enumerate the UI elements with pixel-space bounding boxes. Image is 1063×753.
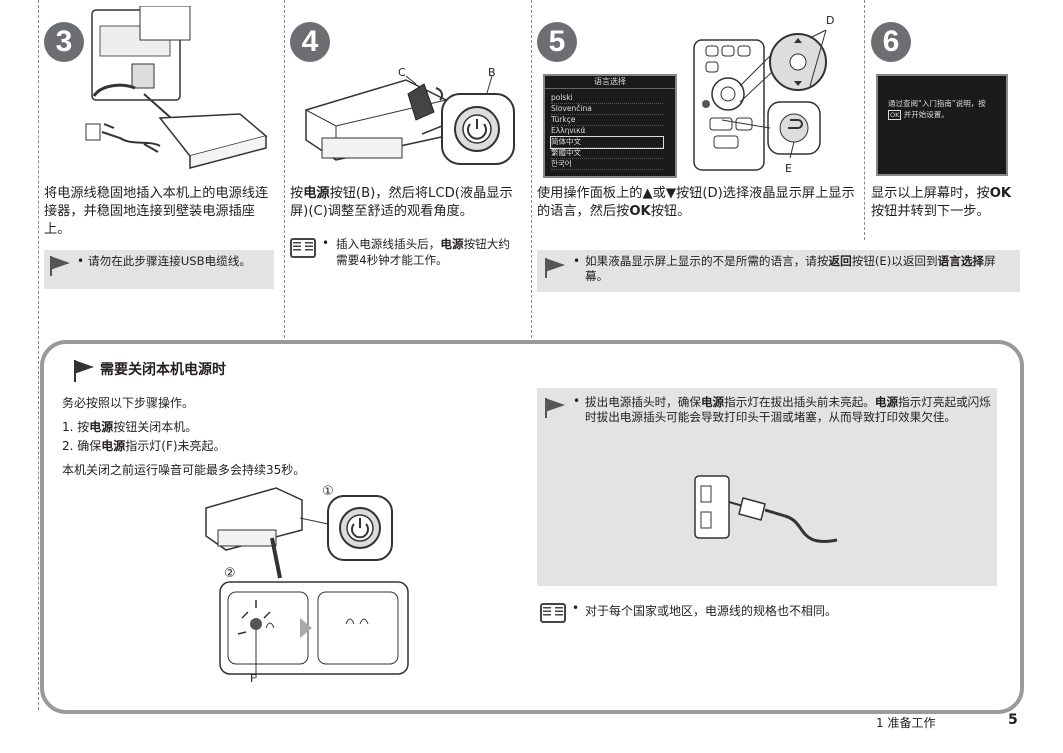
- shutdown-illustration: [205, 487, 409, 678]
- lcd-language-item[interactable]: 한국어: [551, 159, 663, 170]
- bullet-icon: •: [77, 254, 85, 268]
- label-circle-1: ①: [322, 484, 334, 499]
- step-5-note: • 如果液晶显示屏上显示的不是所需的语言，请按返回按钮(E)以返回到语言选择屏幕…: [537, 250, 1020, 292]
- bold-text: OK: [989, 186, 1012, 201]
- step-3-instruction: 将电源线稳固地插入本机上的电源线连接器，并稳固地连接到壁装电源插座上。: [44, 186, 269, 237]
- text: 并开始设置。: [903, 110, 949, 119]
- lcd-language-item[interactable]: Slovenčina: [551, 104, 663, 115]
- text: 使用操作面板上的▲或▼按钮(D)选择液晶显示屏上显示的语言，然后按: [537, 186, 855, 219]
- step-4-label-b: B: [488, 66, 496, 79]
- bold-text: 返回: [828, 254, 852, 268]
- lcd-message: 通过查阅“入门指南”说明，按 OK 并开始设置。: [878, 76, 1006, 121]
- text: 如果液晶显示屏上显示的不是所需的语言，请按: [585, 254, 829, 268]
- column-divider: [284, 0, 285, 338]
- text: 按钮。: [650, 204, 691, 219]
- column-divider: [38, 0, 39, 710]
- step-4-memo-text: 插入电源线插头后，电源按钮大约需要4秒钟才能工作。: [336, 236, 514, 268]
- step-5-number: 5: [537, 22, 577, 62]
- step-3-note: • 请勿在此步骤连接USB电缆线。: [44, 250, 274, 289]
- shutdown-step-1: 1. 按电源按钮关闭本机。: [62, 418, 197, 435]
- step-5-note-text: 如果液晶显示屏上显示的不是所需的语言，请按返回按钮(E)以返回到语言选择屏幕。: [585, 254, 1013, 284]
- lcd-language-item[interactable]: Türkçe: [551, 115, 663, 126]
- lcd-language-item[interactable]: polski: [551, 93, 663, 104]
- lcd-ok-icon: OK: [888, 110, 902, 120]
- flag-icon: [74, 360, 94, 374]
- flag-icon: [545, 398, 565, 412]
- page-number: 5: [1008, 712, 1018, 728]
- text: 按钮关闭本机。: [113, 420, 198, 434]
- text: 按钮(E)以返回到: [851, 254, 938, 268]
- bullet-icon: •: [573, 394, 581, 408]
- power-plug-illustration: [694, 475, 838, 543]
- text: 插入电源线插头后，: [336, 237, 441, 251]
- flag-icon: [50, 256, 70, 270]
- text: 2. 确保: [62, 439, 102, 453]
- unplug-warning-text: 拔出电源插头时，确保电源指示灯在拔出插头前未亮起。电源指示灯亮起或闪烁时拔出电源…: [585, 395, 991, 425]
- bold-text: 电源: [700, 395, 725, 409]
- shutdown-step-2: 2. 确保电源指示灯(F)未亮起。: [62, 437, 226, 454]
- flag-pole: [74, 360, 76, 382]
- text: 按钮大约需要4秒钟才能工作。: [336, 237, 510, 267]
- step-4-number: 4: [290, 22, 330, 62]
- bold-text: 语言选择: [937, 254, 985, 268]
- flag-pole: [545, 398, 547, 418]
- text: 指示灯在拔出插头前未亮起。: [724, 395, 875, 409]
- lcd-title: 语言选择: [545, 76, 675, 89]
- lcd-language-item[interactable]: 繁體中文: [551, 148, 663, 159]
- bold-text: 电源: [874, 395, 899, 409]
- lcd-language-item[interactable]: Ελληνικά: [551, 126, 663, 137]
- step-4-label-c: C: [398, 66, 406, 79]
- step-6-number: 6: [871, 22, 911, 62]
- text: 显示以上屏幕时，按: [871, 186, 990, 201]
- shutdown-noise-note: 本机关闭之前运行噪音可能最多会持续35秒。: [62, 463, 306, 477]
- text: 1. 按: [62, 420, 90, 434]
- bold-text: OK: [629, 204, 651, 219]
- shutdown-intro: 务必按照以下步骤操作。: [62, 396, 195, 410]
- label-f: F: [250, 672, 257, 685]
- footer-section-title: 1 准备工作: [876, 716, 936, 730]
- bold-text: 电源: [101, 439, 126, 453]
- text: 指示灯亮起或闪烁时拔出电源插头可能会导致打印头干涸或堵塞，从而导致打印效果欠佳。: [585, 395, 991, 424]
- memo-icon: [540, 603, 566, 623]
- step-6-instruction: 显示以上屏幕时，按OK 按钮并转到下一步。: [871, 185, 1016, 221]
- flag-icon: [545, 258, 565, 272]
- text: 屏幕。: [585, 254, 996, 283]
- bold-text: 电源: [440, 237, 464, 251]
- bold-text: 电源: [89, 420, 114, 434]
- step-5-control-panel: [693, 29, 827, 171]
- setup-start-lcd: 通过查阅“入门指南”说明，按 OK 并开始设置。: [876, 74, 1008, 176]
- label-circle-2: ②: [224, 566, 236, 581]
- flag-pole: [545, 258, 547, 278]
- step-5-label-e: E: [785, 162, 792, 175]
- flag-pole: [50, 256, 52, 276]
- text: 按钮(B)，然后将LCD(液晶显示屏)(C)调整至舒适的观看角度。: [290, 186, 513, 219]
- step-3-note-text: 请勿在此步骤连接USB电缆线。: [88, 254, 251, 268]
- text: 按钮并转到下一步。: [871, 204, 990, 219]
- unplug-warning: • 拔出电源插头时，确保电源指示灯在拔出插头前未亮起。电源指示灯亮起或闪烁时拔出…: [537, 388, 997, 586]
- column-divider: [531, 0, 532, 338]
- shutdown-heading: 需要关闭本机电源时: [100, 362, 226, 378]
- text: 指示灯(F)未亮起。: [125, 439, 226, 453]
- memo-icon: [290, 238, 316, 258]
- cord-spec-memo: 对于每个国家或地区，电源线的规格也不相同。: [585, 604, 838, 618]
- bullet-icon: •: [573, 254, 581, 268]
- lcd-language-item[interactable]: 简体中文: [550, 136, 664, 149]
- text: 拔出电源插头时，确保: [585, 395, 701, 409]
- column-divider: [864, 0, 865, 240]
- bullet-icon: •: [572, 601, 580, 615]
- step-4-instruction: 按电源按钮(B)，然后将LCD(液晶显示屏)(C)调整至舒适的观看角度。: [290, 185, 526, 221]
- step-5-instruction: 使用操作面板上的▲或▼按钮(D)选择液晶显示屏上显示的语言，然后按OK按钮。: [537, 185, 859, 221]
- text: 通过查阅“入门指南”说明，按: [888, 99, 986, 108]
- step-5-label-d: D: [826, 14, 835, 27]
- step-4-illustration: [305, 75, 515, 165]
- step-3-illustration: [85, 6, 268, 169]
- step-3-number: 3: [44, 22, 84, 62]
- bold-text: 电源: [303, 186, 330, 201]
- text: 按: [290, 186, 304, 201]
- bullet-icon: •: [322, 236, 330, 250]
